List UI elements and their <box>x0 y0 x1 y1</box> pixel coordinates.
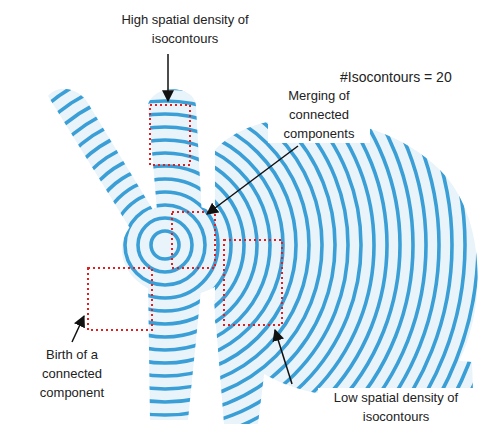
isocontour <box>138 218 192 272</box>
isocontour <box>0 0 452 436</box>
highlight-box <box>88 268 152 330</box>
leader-arrow <box>275 330 292 384</box>
highlight-box <box>150 105 190 165</box>
highlight-box <box>224 240 282 325</box>
isocontour <box>112 192 218 298</box>
density-callout: Low spatial density of isocontours <box>318 388 474 426</box>
leader-arrows <box>72 54 298 384</box>
merge-callout: Merging of connected components <box>268 86 370 143</box>
isocontour <box>0 36 374 436</box>
isocontour <box>0 0 478 436</box>
isocontour <box>0 23 387 436</box>
highlight-box <box>172 212 215 268</box>
density-callout: High spatial density of isocontours <box>108 10 262 48</box>
isocontour <box>73 153 257 337</box>
birth-callout: Birth of a connected component <box>24 345 120 402</box>
isocontour <box>60 140 270 350</box>
count-label: #Isocontours = 20 <box>338 68 454 87</box>
isocontour <box>151 231 179 259</box>
isocontour <box>0 0 413 436</box>
isocontour <box>47 127 283 363</box>
leader-arrow <box>207 146 298 214</box>
isocontour <box>0 0 465 436</box>
isocontour <box>86 166 244 324</box>
isocontour <box>0 0 491 436</box>
leader-arrow <box>167 54 169 101</box>
isocontour <box>34 114 296 376</box>
isocontour <box>0 0 426 436</box>
highlight-boxes <box>88 105 282 330</box>
isocontour <box>125 205 205 285</box>
isocontour <box>99 179 231 311</box>
leader-arrow <box>72 316 84 342</box>
isocontour <box>0 0 439 436</box>
